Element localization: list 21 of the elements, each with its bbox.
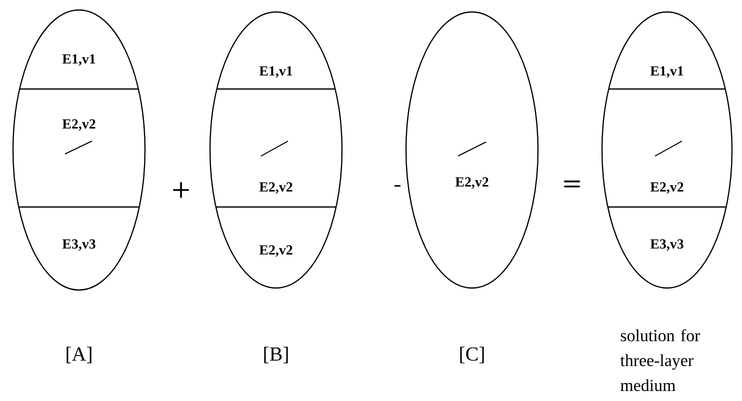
- layer-label: E2,v2: [259, 182, 292, 194]
- operator-sign: -: [394, 185, 401, 187]
- layered-ellipse: [601, 11, 733, 289]
- panel-caption: [A]: [66, 346, 92, 364]
- layer-label: E2,v2: [259, 245, 292, 257]
- operator-sign: +: [172, 182, 190, 198]
- caption-text: solution for three-layer medium: [620, 329, 700, 392]
- layer-label: E3,v3: [62, 239, 96, 251]
- layer-label: E2,v2: [62, 119, 96, 131]
- layered-ellipse: [209, 11, 343, 289]
- layer-label: E3,v3: [650, 239, 684, 251]
- panel-caption: [B]: [264, 346, 288, 364]
- layer-label: E2,v2: [455, 177, 488, 189]
- operator-sign: =: [564, 180, 580, 188]
- layered-ellipse: [12, 9, 146, 291]
- layer-label: E1,v1: [259, 66, 292, 78]
- layer-label: E1,v1: [650, 66, 684, 78]
- layer-label: E2,v2: [650, 182, 684, 194]
- panel-caption: [C]: [460, 346, 484, 364]
- layered-ellipse: [405, 11, 539, 289]
- layer-label: E1,v1: [62, 54, 96, 66]
